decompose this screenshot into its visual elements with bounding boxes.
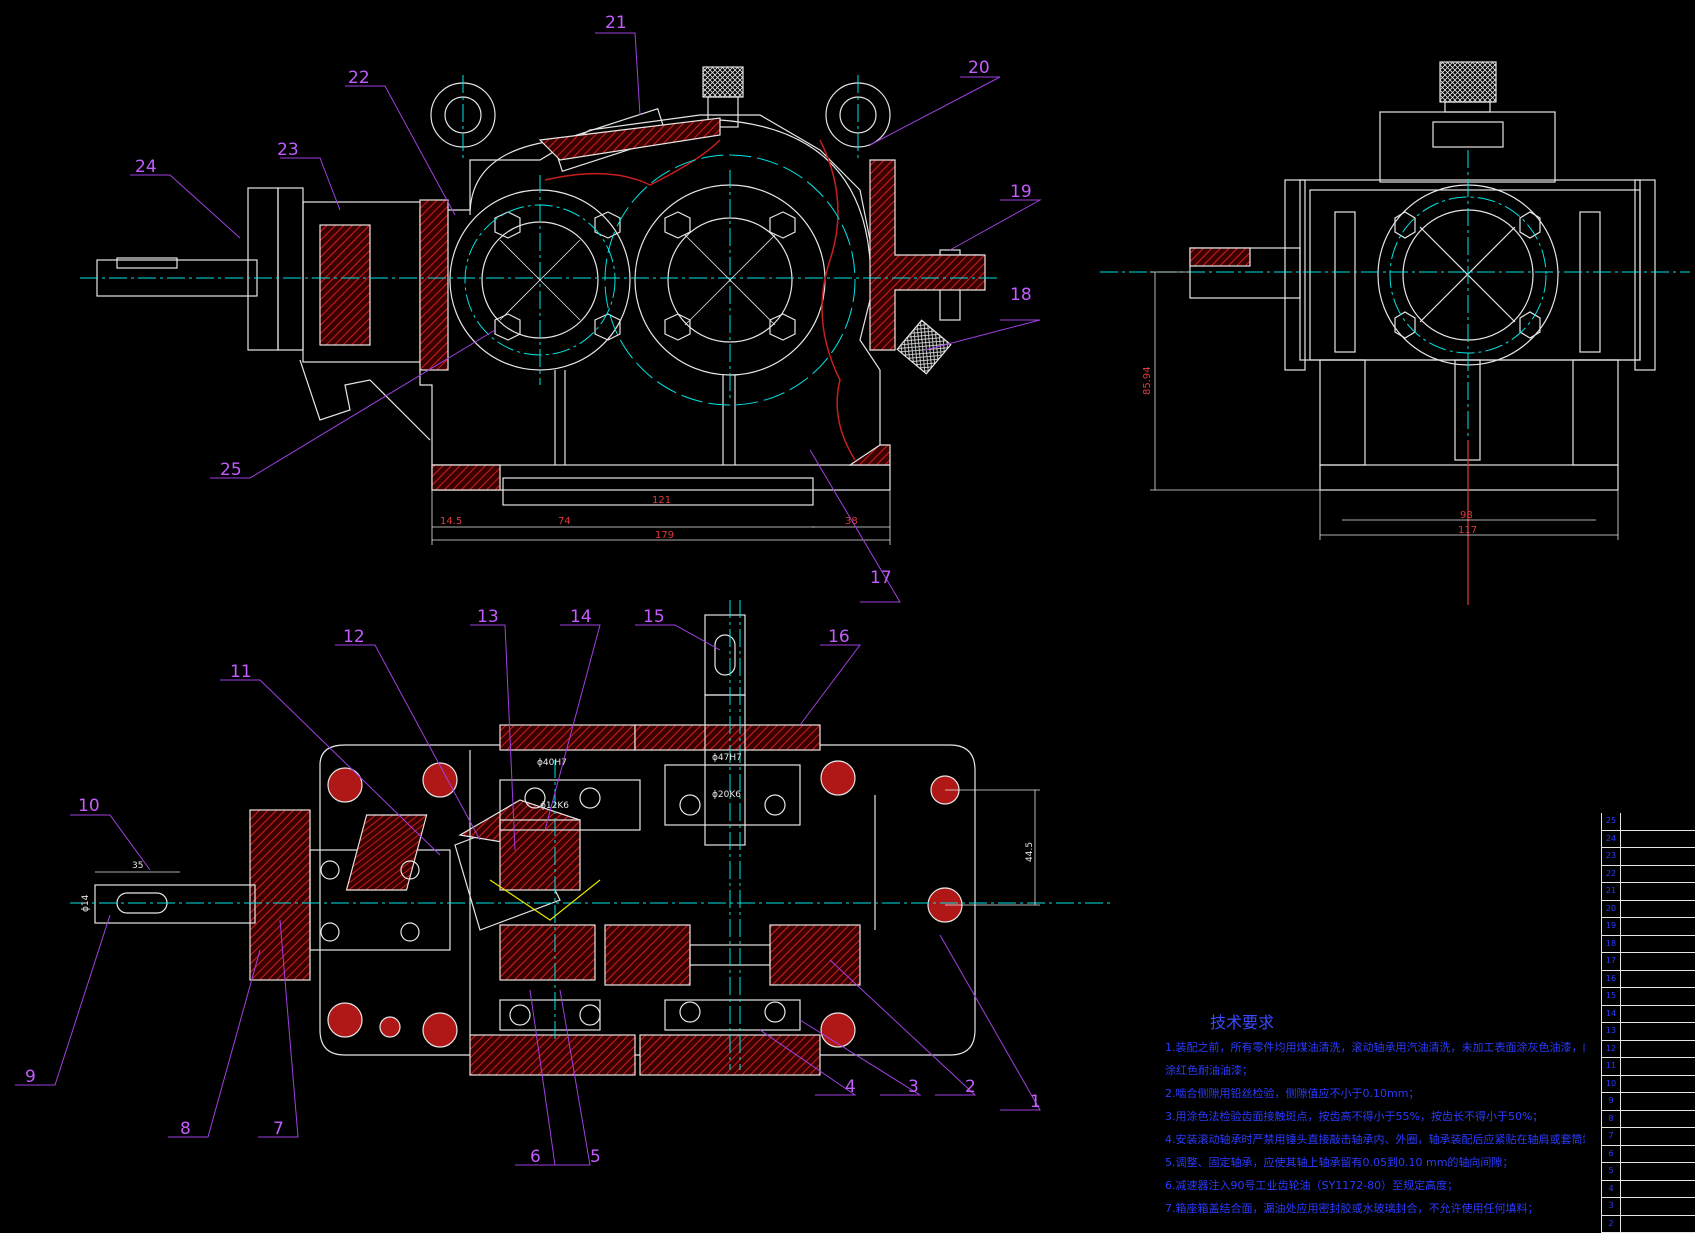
callout-19: 19 [1010,182,1032,202]
bom-row: 19 [1601,918,1695,936]
note-line: 涂红色耐油油漆； [1165,1059,1585,1082]
front-centerlines [80,75,1000,405]
callout-20: 20 [968,58,990,78]
callout-11: 11 [230,662,252,682]
callout-4: 4 [845,1077,856,1097]
bom-row: 23 [1601,848,1695,866]
bom-row: 11 [1601,1058,1695,1076]
side-view [1190,62,1655,490]
bom-row: 24 [1601,831,1695,849]
dim-phi14: ϕ14 [81,894,91,912]
dim-74: 74 [558,516,571,527]
top-view [95,615,975,1075]
front-gear-cross [500,235,775,325]
callout-14: 14 [570,607,592,627]
bom-row: 6 [1601,1146,1695,1164]
bom-row: 7 [1601,1128,1695,1146]
output-shaft [705,615,745,695]
bom-row: 21 [1601,883,1695,901]
technical-requirements: 技术要求 1.装配之前，所有零件均用煤油清洗，滚动轴承用汽油清洗，未加工表面涂灰… [1165,1010,1585,1220]
note-line: 5.调整、固定轴承，应使其轴上轴承留有0.05到0.10 mm的轴向间隙； [1165,1151,1585,1174]
note-line: 2.啮合侧隙用铅丝检验，侧隙值应不小于0.10mm； [1165,1082,1585,1105]
callout-2: 2 [965,1077,976,1097]
note-line: 6.减速器注入90号工业齿轮油（SY1172-80）至规定高度； [1165,1174,1585,1197]
dim-38: 38 [845,516,858,527]
callout-17: 17 [870,568,892,588]
callout-6: 6 [530,1147,541,1167]
dim-phi47: ϕ47H7 [712,753,742,763]
side-dimensions [1150,272,1618,540]
bom-row: 18 [1601,936,1695,954]
dim-44-5: 44.5 [1025,842,1035,862]
callout-25: 25 [220,460,242,480]
dim-117: 117 [1458,525,1477,536]
note-line: 1.装配之前，所有零件均用煤油清洗，滚动轴承用汽油清洗，未加工表面涂灰色油漆，内… [1165,1036,1585,1059]
bom-row: 10 [1601,1076,1695,1094]
bom-row: 15 [1601,988,1695,1006]
dim-phi12: ϕ12K6 [540,801,569,811]
dim-phi20: ϕ20K6 [712,790,741,800]
bom-row: 25 [1601,813,1695,831]
dim-98: 98 [1460,510,1473,521]
bom-row: 20 [1601,901,1695,919]
callout-5: 5 [590,1147,601,1167]
callout-16: 16 [828,627,850,647]
top-input-shaft [95,885,255,923]
callout-9: 9 [25,1067,36,1087]
bom-row: 5 [1601,1163,1695,1181]
callout-10: 10 [78,796,100,816]
callout-13: 13 [477,607,499,627]
callout-24: 24 [135,157,157,177]
callout-8: 8 [180,1119,191,1139]
dim-35: 35 [132,861,143,871]
callout-18: 18 [1010,285,1032,305]
bom-table: 25 24 23 22 21 20 19 18 17 16 15 14 13 1… [1601,813,1695,1233]
bom-row: 4 [1601,1181,1695,1199]
note-line: 7.箱座箱盖结合面，漏油处应用密封胶或水玻璃封合，不允许使用任何填料； [1165,1197,1585,1220]
breather-cap [703,67,743,97]
bom-row: 16 [1601,971,1695,989]
notes-title: 技术要求 [1210,1010,1585,1036]
bom-row: 12 [1601,1041,1695,1059]
bom-row: 3 [1601,1198,1695,1216]
callout-15: 15 [643,607,665,627]
callout-21: 21 [605,13,627,33]
bom-row: 2 [1601,1216,1695,1233]
oil-plug [897,320,951,374]
bom-row: 8 [1601,1111,1695,1129]
bom-row: 13 [1601,1023,1695,1041]
note-line: 3.用涂色法检验齿面接触斑点，按齿高不得小于55%，按齿长不得小于50%； [1165,1105,1585,1128]
bom-row: 9 [1601,1093,1695,1111]
callout-22: 22 [348,68,370,88]
note-line: 4.安装滚动轴承时严禁用锤头直接敲击轴承内、外圈，轴承装配后应紧贴在轴肩或套筒端… [1165,1128,1585,1151]
callout-3: 3 [908,1077,919,1097]
bom-row: 14 [1601,1006,1695,1024]
callout-1: 1 [1030,1092,1041,1112]
bom-row: 22 [1601,866,1695,884]
dim-85-94: 85.94 [1142,366,1153,395]
bom-row: 17 [1601,953,1695,971]
dim-121: 121 [652,495,671,506]
callout-12: 12 [343,627,365,647]
top-bolt-holes [328,761,962,1047]
callout-23: 23 [277,140,299,160]
dim-14-5: 14.5 [440,516,462,527]
dim-179: 179 [655,530,674,541]
front-view [97,67,985,505]
side-centerlines [1100,150,1690,440]
callout-7: 7 [273,1119,284,1139]
